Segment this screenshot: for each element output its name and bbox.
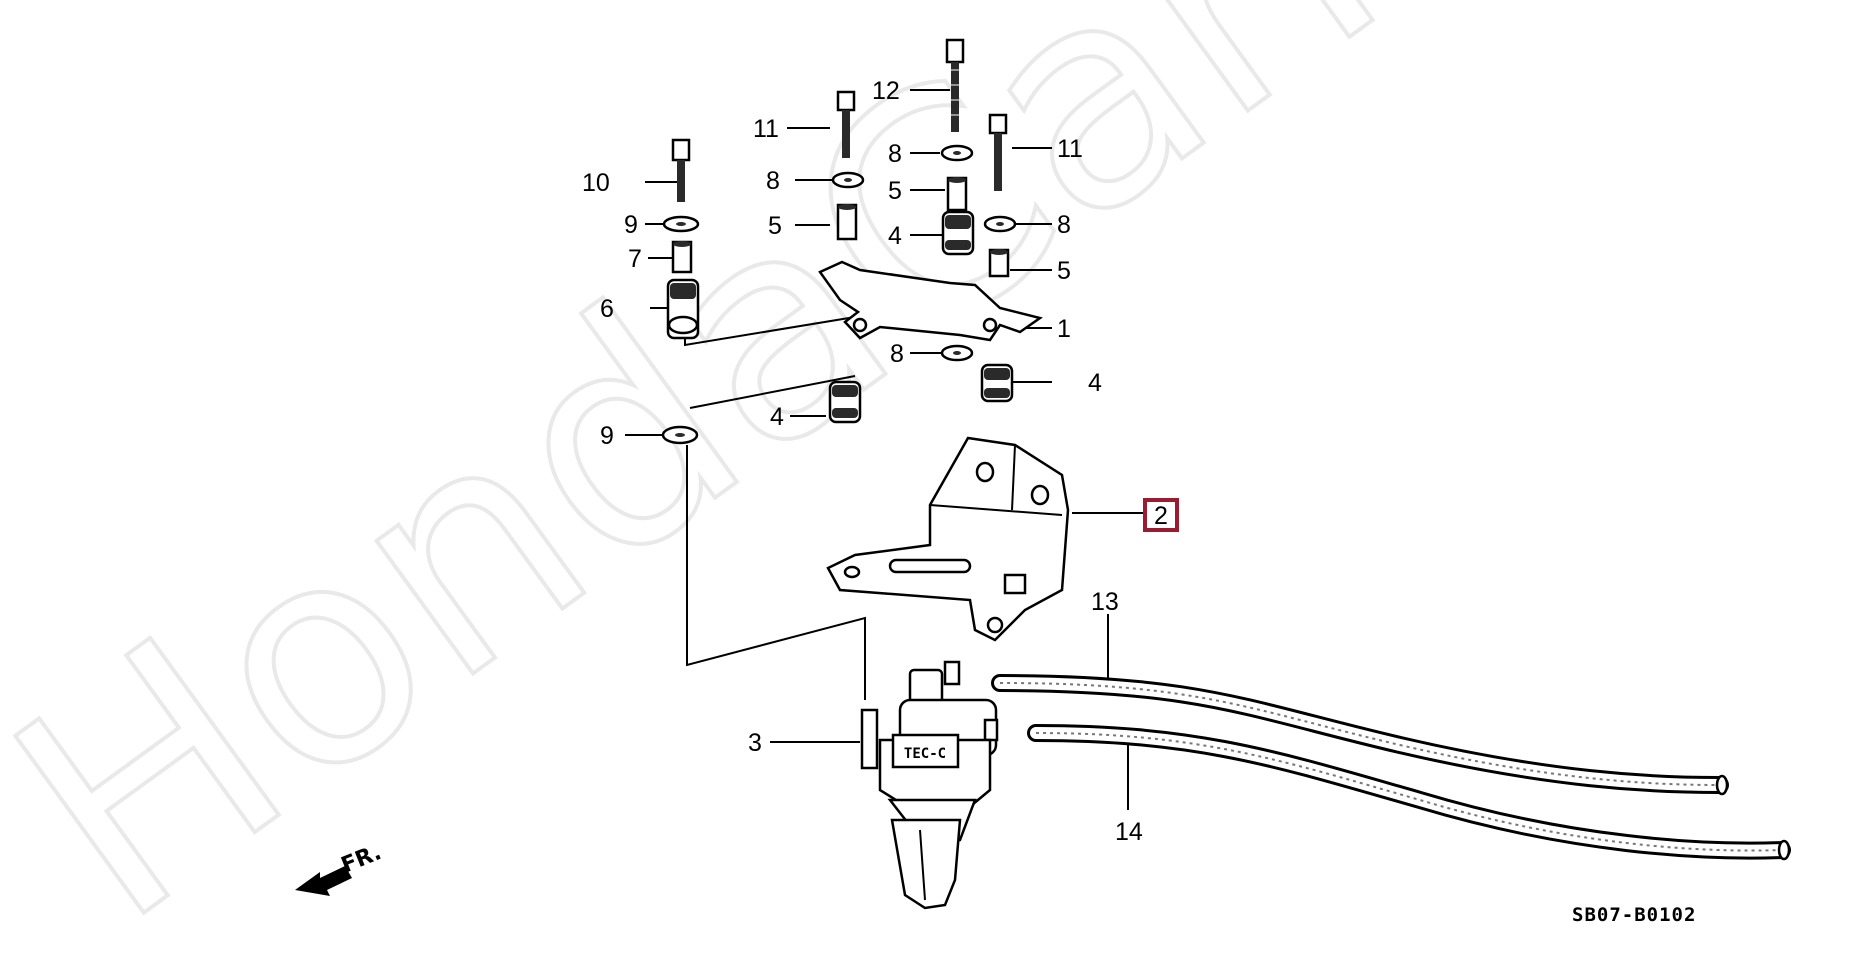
control-valve-part-3: TEC-C (860, 660, 999, 910)
callout-3: 3 (748, 729, 762, 757)
callout-7: 7 (628, 245, 642, 273)
grommet-part-6 (666, 278, 700, 340)
callout-8-d: 8 (890, 340, 904, 368)
callout-14: 14 (1115, 818, 1143, 846)
callout-5-b: 5 (768, 212, 782, 240)
callout-9-b: 9 (600, 422, 614, 450)
leader-lines (625, 89, 1143, 810)
bolt-part-11-right (988, 113, 1008, 191)
callout-13: 13 (1091, 588, 1119, 616)
callout-4-b: 4 (1088, 369, 1102, 397)
grommet-part-4-c (828, 380, 862, 424)
callout-9-a: 9 (624, 211, 638, 239)
callout-10: 10 (582, 169, 610, 197)
callout-5-a: 5 (888, 177, 902, 205)
hose-part-14 (1027, 724, 1791, 861)
collar-part-7 (671, 240, 693, 274)
callout-11-left: 11 (753, 115, 779, 143)
callout-8-a: 8 (888, 140, 902, 168)
bolt-part-12 (945, 38, 965, 132)
grommet-part-4-a (941, 210, 975, 256)
callout-5-c: 5 (1057, 257, 1071, 285)
collar-part-5-b (836, 203, 858, 241)
callout-8-c: 8 (1057, 211, 1071, 239)
collar-part-5-c (988, 248, 1010, 278)
callout-4-c: 4 (770, 403, 784, 431)
diagram-code: SB07-B0102 (1572, 904, 1696, 926)
callout-2: 2 (1154, 502, 1168, 530)
hose-part-13 (991, 674, 1729, 796)
callout-4-a: 4 (888, 222, 902, 250)
callout-2-highlight[interactable]: 2 (1143, 498, 1179, 532)
bolt-part-11-left (836, 90, 856, 158)
grommet-part-4-b (980, 363, 1014, 403)
bolt-part-10 (671, 138, 691, 202)
callout-12: 12 (872, 77, 900, 105)
callout-11-right: 11 (1057, 135, 1083, 163)
collar-part-5-a (946, 176, 968, 212)
callout-1: 1 (1057, 315, 1071, 343)
callout-6: 6 (600, 295, 614, 323)
callout-8-b: 8 (766, 167, 780, 195)
valve-label: TEC-C (904, 746, 946, 762)
